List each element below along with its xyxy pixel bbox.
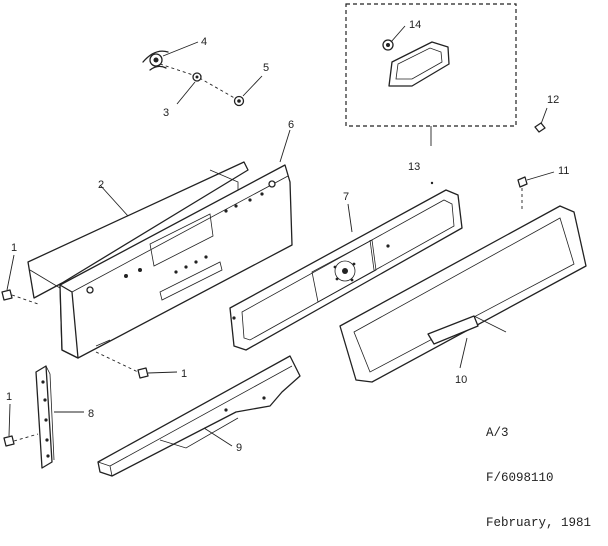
- callout-1-center: 1: [181, 368, 187, 380]
- exploded-parts-diagram: 14 13 12 4 3 5 2: [1, 3, 587, 477]
- part-3-spring: 3: [163, 72, 202, 119]
- part-6-control-panel: 6: [59, 119, 294, 359]
- callout-12: 12: [547, 94, 559, 106]
- callout-8: 8: [88, 408, 94, 420]
- part-4-knob: 4: [142, 36, 207, 71]
- part-12-screw: 12: [534, 94, 559, 133]
- caption-line-2: F/6098110: [486, 471, 554, 485]
- callout-4: 4: [201, 36, 207, 48]
- callout-11: 11: [558, 165, 569, 177]
- callout-5: 5: [263, 62, 269, 74]
- part-14-window: [382, 39, 450, 87]
- part-1-screw-bottom: 1: [3, 391, 39, 447]
- callout-14: 14: [409, 19, 421, 31]
- caption-line-3: February, 1981: [486, 516, 592, 530]
- callout-1-left: 1: [11, 242, 17, 254]
- callout-6: 6: [288, 119, 294, 131]
- part-10-frame: 10: [339, 205, 587, 386]
- callout-9: 9: [236, 442, 242, 454]
- diagram-caption: A/3 F/6098110 February, 1981: [486, 396, 591, 546]
- part-11-screw: 11: [430, 165, 569, 212]
- callout-2: 2: [98, 179, 104, 191]
- part-1-screw-center: 1: [95, 351, 187, 380]
- callout-13: 13: [408, 161, 420, 173]
- part-9-rail: 9: [97, 355, 301, 477]
- part-5-nut: 5: [233, 62, 269, 107]
- callout-1-bottom: 1: [6, 391, 12, 403]
- part-8-bracket: 8: [35, 365, 94, 469]
- callout-3: 3: [163, 107, 169, 119]
- part-2-back-panel: 2: [27, 161, 249, 299]
- callout-7: 7: [343, 191, 349, 203]
- part-1-screw-left: 1: [1, 242, 39, 305]
- callout-10: 10: [455, 374, 467, 386]
- caption-line-1: A/3: [486, 426, 509, 440]
- part-7-trim-bezel: 7: [229, 189, 463, 351]
- inset-box-part-13: 14 13: [345, 3, 517, 173]
